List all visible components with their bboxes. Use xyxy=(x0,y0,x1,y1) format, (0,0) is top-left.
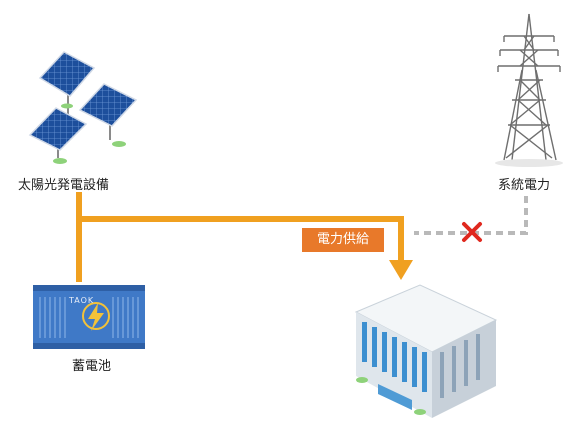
grid-connection-line xyxy=(414,196,528,235)
grid-label: 系統電力 xyxy=(498,178,551,193)
solar-panel-icon xyxy=(28,51,138,164)
battery-icon xyxy=(33,285,145,349)
power-flow-line xyxy=(76,192,404,282)
building-icon xyxy=(354,284,498,418)
solar-label: 太陽光発電設備 xyxy=(18,178,110,193)
battery-label: 蓄電池 xyxy=(72,359,112,374)
flow-arrowhead xyxy=(389,260,413,280)
cross-mark-icon xyxy=(462,222,482,242)
power-tower-icon xyxy=(495,13,563,167)
power-supply-badge: 電力供給 xyxy=(302,228,384,252)
battery-logo: TAOK xyxy=(69,296,95,305)
